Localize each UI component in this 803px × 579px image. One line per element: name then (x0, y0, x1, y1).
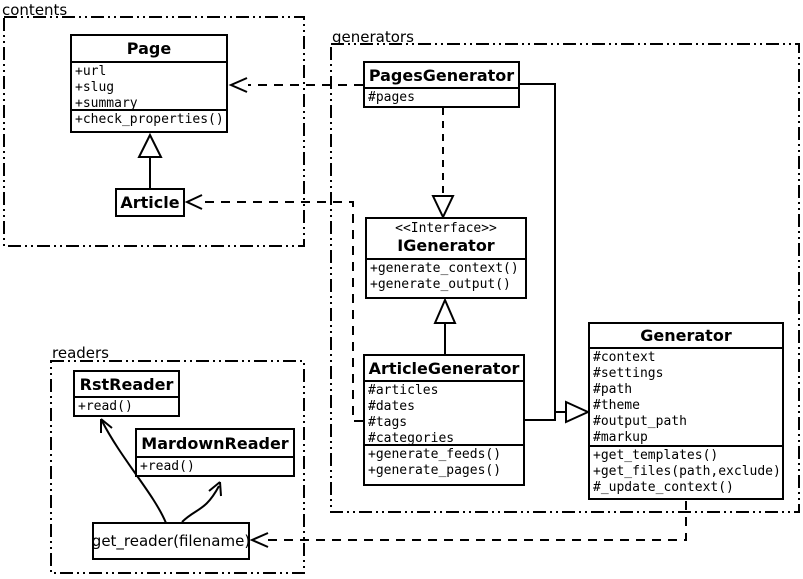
method: #_update_context() (593, 480, 734, 495)
method: +check_properties() (75, 112, 223, 127)
class-rstreader-methods: +read() (75, 398, 178, 415)
method: +generate_context() (370, 261, 519, 276)
class-igenerator: <<Interface>> IGenerator +generate_conte… (365, 217, 527, 299)
get-reader-node: get_reader(filename) (92, 522, 250, 560)
class-igenerator-header: <<Interface>> IGenerator (367, 219, 525, 260)
edge-pagesgenerator-depends-page (228, 77, 363, 93)
attribute: #articles (368, 383, 439, 398)
class-mardownreader: MardownReader +read() (135, 428, 295, 477)
attribute: #path (593, 382, 633, 397)
class-rstreader-name: RstReader (75, 372, 178, 398)
method: +get_files(path,exclude) (593, 464, 779, 479)
edge-articlegenerator-depends-article (184, 194, 363, 422)
method: +get_templates() (593, 448, 719, 463)
attribute: #dates (368, 399, 415, 414)
class-article: Article (115, 188, 185, 217)
class-mardownreader-name: MardownReader (137, 430, 293, 458)
class-page: Page +url +slug +summary +check_properti… (70, 34, 228, 133)
edge-generator-depends-getreader (249, 501, 687, 548)
class-pagesgenerator: PagesGenerator #pages (363, 61, 520, 108)
package-contents-label: contents (2, 1, 68, 19)
attribute: #pages (368, 90, 415, 105)
class-articlegenerator-name: ArticleGenerator (365, 356, 523, 382)
class-pagesgenerator-name: PagesGenerator (365, 63, 518, 89)
class-igenerator-name: IGenerator (397, 236, 495, 255)
package-contents-border (3, 16, 305, 247)
method: +generate_feeds() (368, 447, 502, 462)
edge-article-generalizes-page (137, 132, 163, 188)
attribute: #theme (593, 398, 640, 413)
attribute: +slug (75, 80, 115, 95)
class-igenerator-methods: +generate_context() +generate_output() (367, 260, 525, 297)
stereotype: <<Interface>> (395, 221, 497, 236)
method: +generate_pages() (368, 463, 502, 478)
class-generator-name: Generator (590, 324, 782, 349)
class-page-name: Page (72, 36, 226, 63)
attribute: #settings (593, 366, 664, 381)
package-generators-label: generators (332, 28, 414, 46)
class-mardownreader-methods: +read() (137, 458, 293, 475)
method: +read() (140, 459, 195, 474)
edge-pagesgenerator-realizes-igenerator (431, 108, 455, 220)
class-page-attributes: +url +slug +summary (72, 63, 226, 111)
class-pagesgenerator-attributes: #pages (365, 89, 518, 106)
package-readers-label: readers (52, 344, 109, 362)
edge-generators-generalize-generator (520, 83, 591, 424)
class-generator: Generator #context #settings #path #them… (588, 322, 784, 500)
attribute: +url (75, 64, 107, 79)
package-readers-border (50, 360, 305, 574)
method: +generate_output() (370, 277, 511, 292)
attribute: #tags (368, 415, 408, 430)
class-page-methods: +check_properties() (72, 111, 226, 131)
class-generator-attributes: #context #settings #path #theme #output_… (590, 349, 782, 447)
attribute: +summary (75, 96, 138, 111)
method: +read() (78, 399, 133, 414)
class-generator-methods: +get_templates() +get_files(path,exclude… (590, 447, 782, 498)
class-articlegenerator-methods: +generate_feeds() +generate_pages() (365, 446, 523, 484)
class-article-name: Article (120, 193, 180, 212)
attribute: #context (593, 350, 656, 365)
package-generators-border (330, 43, 800, 513)
edge-getreader-calls-mardownreader (181, 481, 222, 523)
attribute: #categories (368, 431, 455, 446)
class-rstreader: RstReader +read() (73, 370, 180, 417)
attribute: #markup (593, 430, 648, 445)
class-articlegenerator-attributes: #articles #dates #tags #categories (365, 382, 523, 446)
class-articlegenerator: ArticleGenerator #articles #dates #tags … (363, 354, 525, 486)
attribute: #output_path (593, 414, 687, 429)
edge-articlegenerator-generalizes-igenerator (433, 297, 457, 354)
